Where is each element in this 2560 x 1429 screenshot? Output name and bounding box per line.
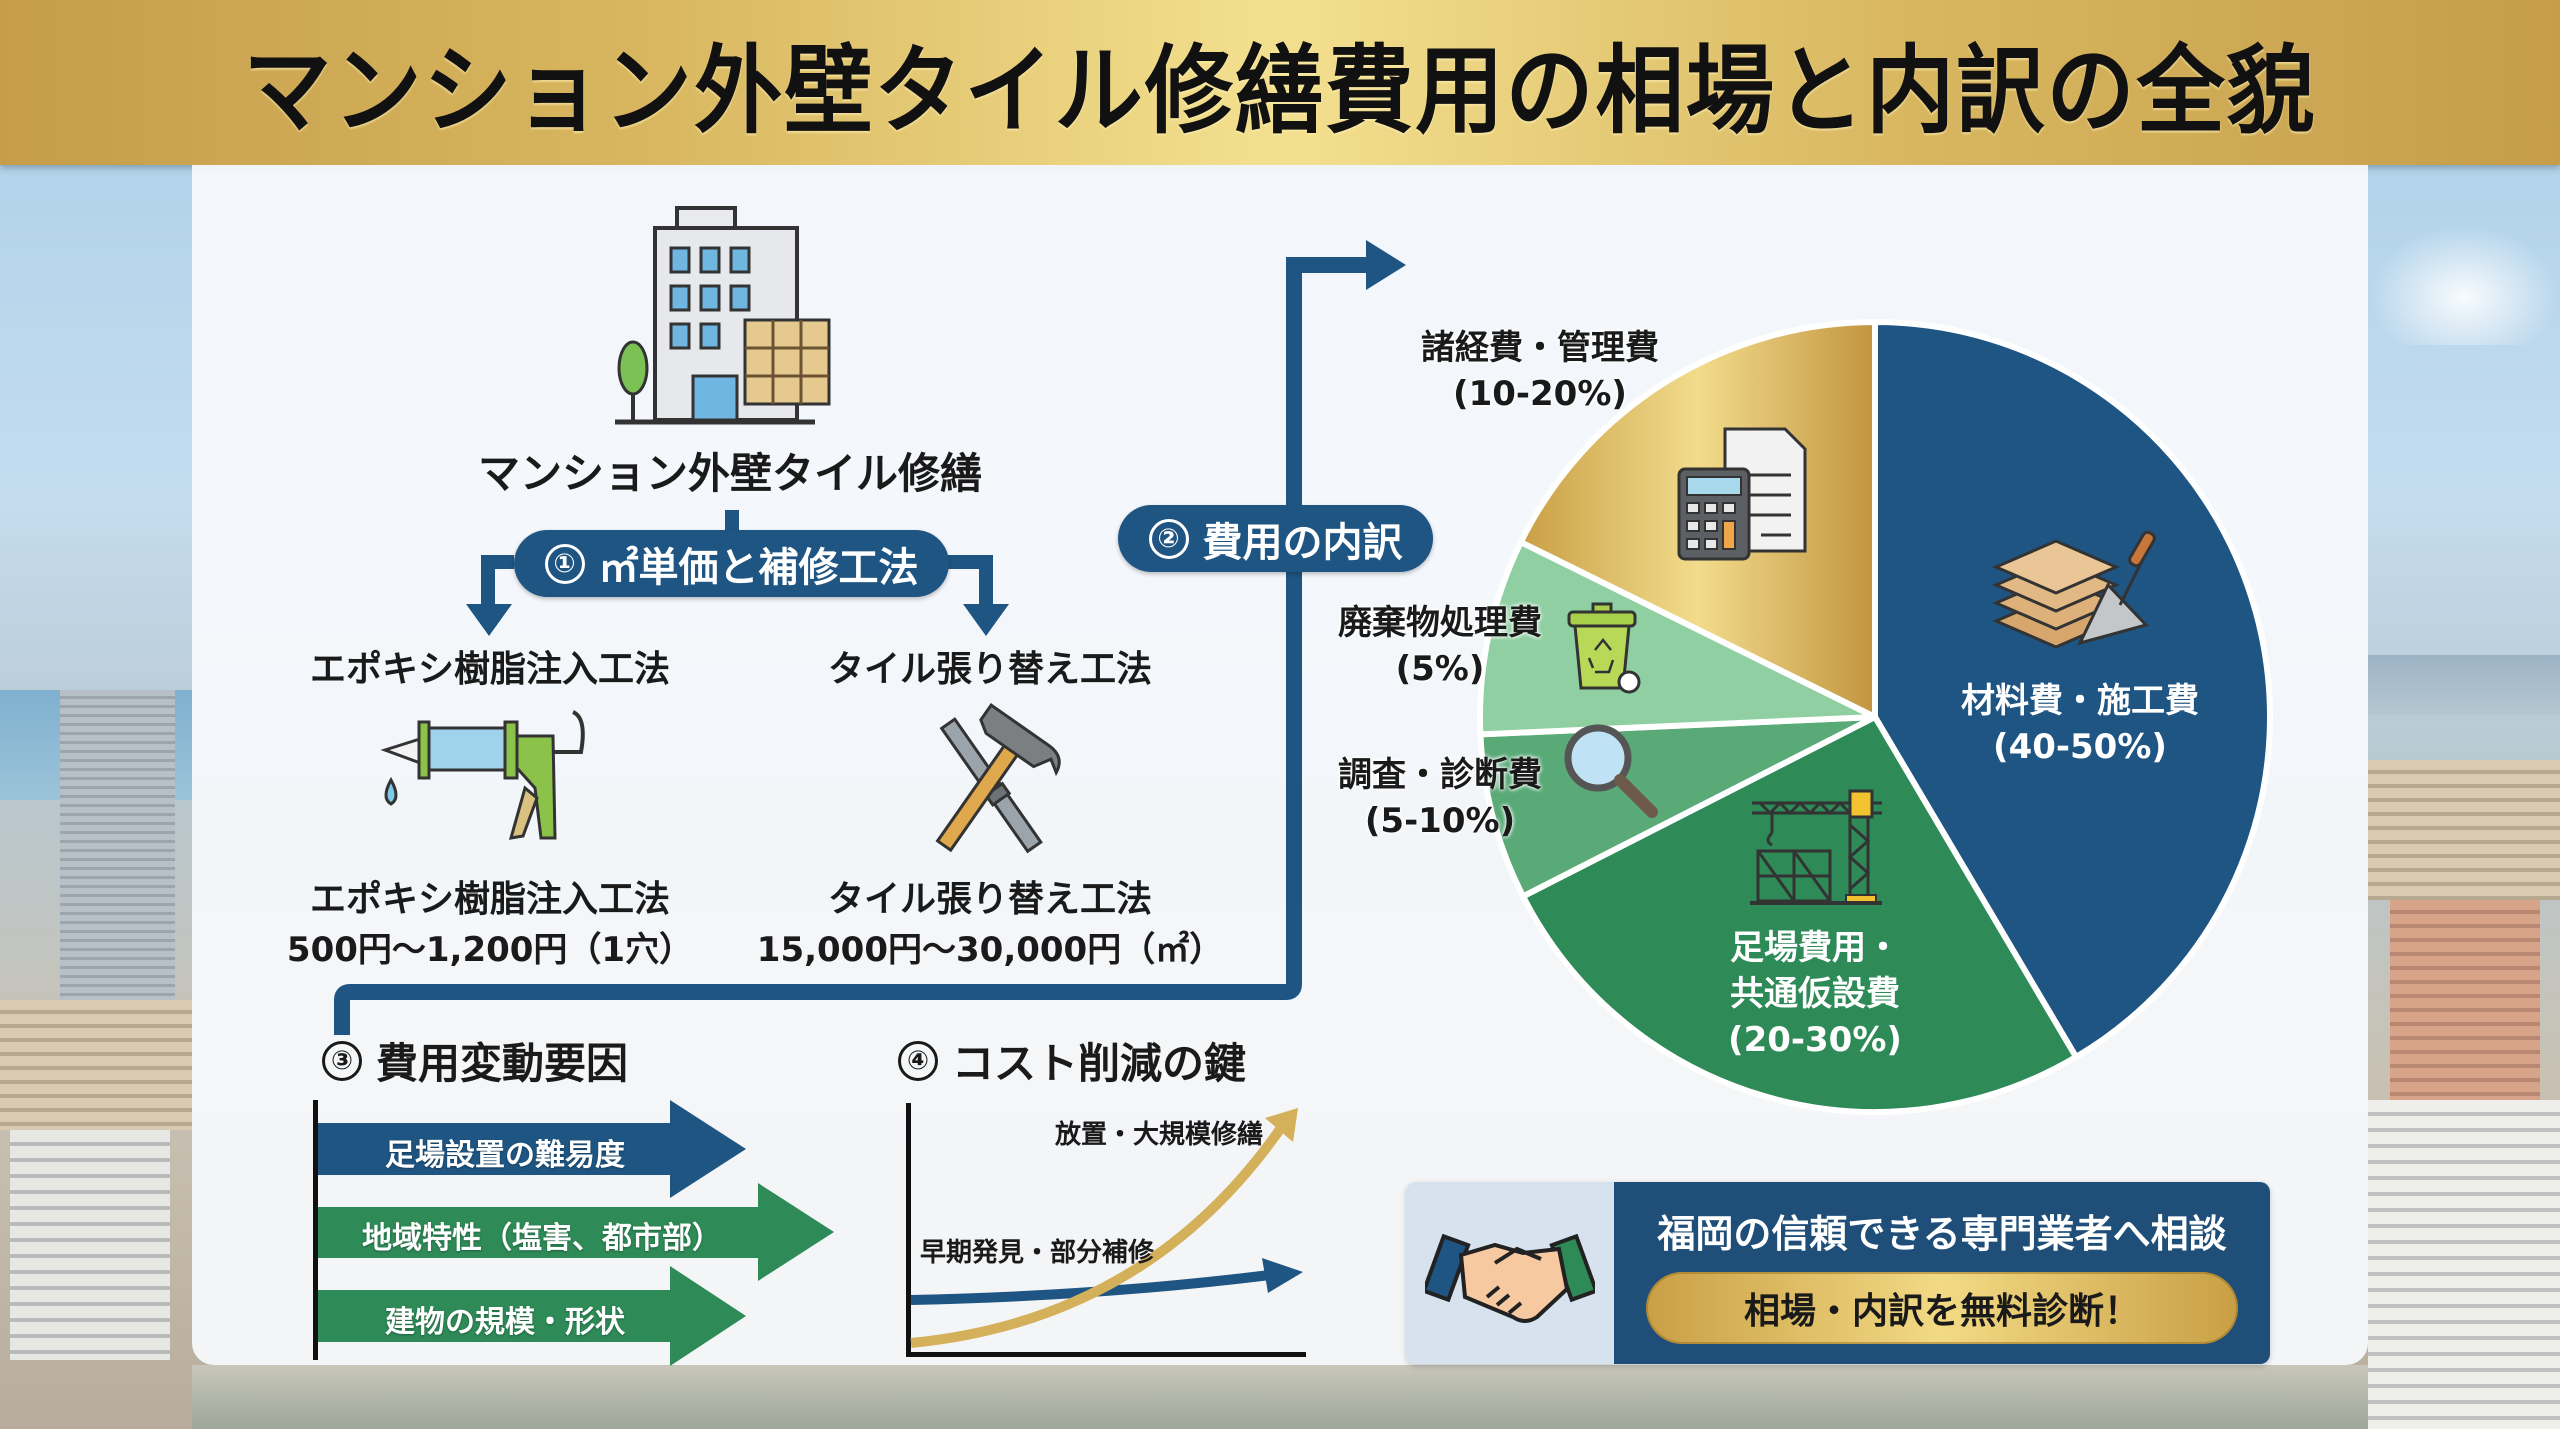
recycle-bin-icon xyxy=(1567,602,1641,694)
background-building xyxy=(2368,1100,2560,1429)
section-4-title: コスト削減の鍵 xyxy=(952,1039,1247,1088)
factor-label-1: 足場設置の難易度 xyxy=(385,1138,625,1173)
method-1-price: 500円〜1,200円（1穴） xyxy=(286,930,694,970)
pie-label-materials: 材料費・施工費 (40-50%) xyxy=(1930,678,2230,770)
early-repair-curve-label: 早期発見・部分補修 xyxy=(920,1238,1155,1268)
section-number-badge: ③ xyxy=(322,1040,362,1081)
factors-axis xyxy=(313,1100,318,1360)
neglect-curve xyxy=(910,1119,1290,1348)
arrowhead-down-icon xyxy=(466,604,512,636)
hero-label: マンション外壁タイル修繕 xyxy=(477,449,982,498)
pie-label-name: 足場費用・ xyxy=(1730,928,1900,968)
consultation-banner: 福岡の信頼できる専門業者へ相談 相場・内訳を無料診断！ xyxy=(1406,1182,2270,1364)
factor-label-3: 建物の規模・形状 xyxy=(385,1305,625,1340)
connector-branch-right xyxy=(948,555,993,608)
connector-stem xyxy=(725,510,739,532)
handshake-icon xyxy=(1425,1233,1595,1323)
factor-arrow-2 xyxy=(318,1183,834,1281)
cta-icon-pane xyxy=(1406,1182,1614,1364)
cost-chart-x-axis xyxy=(906,1352,1306,1357)
section-3-heading: ③ 費用変動要因 xyxy=(322,1030,628,1091)
pie-label-name: 調査・診断費 xyxy=(1338,755,1542,795)
background-building xyxy=(10,1130,170,1360)
arrowhead-down-icon xyxy=(963,604,1009,636)
crane-scaffold-icon xyxy=(1750,789,1882,905)
factor-arrow-3 xyxy=(318,1266,746,1366)
background-building xyxy=(0,1000,192,1130)
pie-label-scaffolding: 足場費用・ 共通仮設費 (20-30%) xyxy=(1680,925,1950,1063)
page-title: マンション外壁タイル修繕費用の相場と内訳の全貌 xyxy=(243,35,2317,147)
header-banner: マンション外壁タイル修繕費用の相場と内訳の全貌 xyxy=(0,0,2560,165)
section-3-title: 費用変動要因 xyxy=(376,1039,629,1088)
background-building xyxy=(2390,900,2540,1100)
neglect-arrowhead xyxy=(1265,1108,1298,1142)
section-1-pill: ① ㎡単価と補修工法 xyxy=(514,530,949,597)
pie-label-name: 諸経費・管理費 xyxy=(1421,328,1659,368)
pie-label-name: 廃棄物処理費 xyxy=(1338,603,1542,643)
background-cloud xyxy=(2368,225,2560,345)
early-repair-arrowhead xyxy=(1262,1258,1303,1293)
pie-label-value: (5%) xyxy=(1395,649,1485,689)
calculator-document-icon xyxy=(1677,427,1807,561)
pie-slice-1 xyxy=(1872,318,2273,1062)
pie-label-name: 材料費・施工費 xyxy=(1961,681,2199,721)
pie-slice-2 xyxy=(1519,713,2081,1115)
connector-to-breakdown xyxy=(334,257,1370,1035)
pie-label-value: (10-20%) xyxy=(1453,374,1627,414)
background-street xyxy=(192,1365,2368,1429)
method-2-heading: タイル張り替え工法 xyxy=(827,649,1152,690)
pie-label-survey: 調査・診断費 (5-10%) xyxy=(1320,752,1560,844)
background-building xyxy=(2368,760,2560,900)
cta-title: 福岡の信頼できる専門業者へ相談 xyxy=(1657,1211,2227,1256)
apartment-building-icon xyxy=(615,206,831,425)
pie-label-value: (40-50%) xyxy=(1993,727,2167,767)
pie-label-name-2: 共通仮設費 xyxy=(1730,974,1900,1014)
factor-arrow-1 xyxy=(318,1100,746,1198)
method-1-name: エポキシ樹脂注入工法 xyxy=(309,879,670,920)
section-number-badge: ④ xyxy=(898,1040,938,1081)
section-1-title: ㎡単価と補修工法 xyxy=(598,544,919,591)
background-mountains xyxy=(2368,655,2560,715)
method-2-name: タイル張り替え工法 xyxy=(827,879,1152,920)
arrow-right-icon xyxy=(1366,240,1406,290)
pie-label-value: (5-10%) xyxy=(1364,801,1516,841)
cta-content: 福岡の信頼できる専門業者へ相談 相場・内訳を無料診断！ xyxy=(1614,1182,2270,1364)
magnifier-icon xyxy=(1564,724,1658,818)
section-number-badge: ① xyxy=(544,543,585,584)
pie-label-overhead: 諸経費・管理費 (10-20%) xyxy=(1390,325,1690,417)
hammer-chisel-icon xyxy=(935,703,1061,854)
method-1-heading: エポキシ樹脂注入工法 xyxy=(309,649,670,690)
section-2-title: 費用の内訳 xyxy=(1202,519,1403,566)
pie-slice-4 xyxy=(1476,538,1877,738)
pie-label-waste: 廃棄物処理費 (5%) xyxy=(1320,600,1560,692)
section-4-heading: ④ コスト削減の鍵 xyxy=(898,1030,1246,1091)
caulking-gun-icon xyxy=(380,710,585,840)
method-2-price: 15,000円〜30,000円（㎡） xyxy=(756,930,1224,970)
section-2-pill: ② 費用の内訳 xyxy=(1118,505,1433,572)
neglect-curve-label: 放置・大規模修繕 xyxy=(1055,1120,1264,1150)
connector-branch-left xyxy=(481,555,514,608)
tiles-trowel-icon xyxy=(1992,530,2156,649)
free-diagnosis-button[interactable]: 相場・内訳を無料診断！ xyxy=(1646,1271,2238,1344)
background-tower xyxy=(60,690,175,1020)
cost-chart-y-axis xyxy=(906,1103,911,1357)
pie-label-value: (20-30%) xyxy=(1728,1020,1902,1060)
section-number-badge: ② xyxy=(1148,518,1189,559)
factor-label-2: 地域特性（塩害、都市部） xyxy=(362,1221,722,1256)
